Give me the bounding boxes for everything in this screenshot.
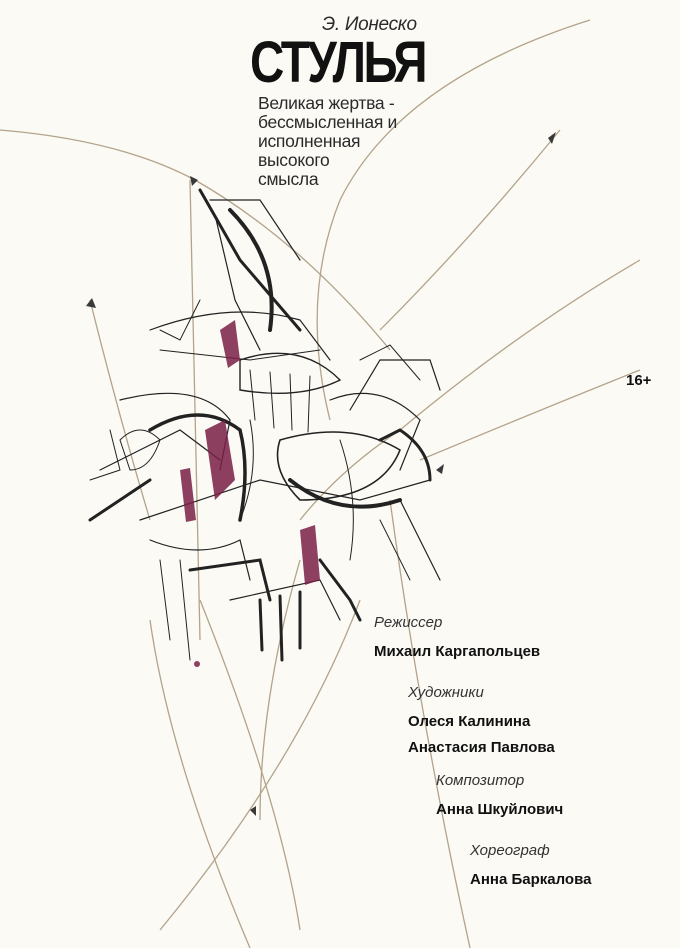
credit-director: Режиссер Михаил Каргапольцев — [374, 614, 540, 664]
chair-sketch-icon — [88, 188, 441, 662]
credit-artists: Художники Олеся Калинина Анастасия Павло… — [408, 684, 555, 760]
author-name: Э. Ионеско — [322, 14, 417, 35]
arrow-marks — [86, 132, 556, 816]
credit-name: Михаил Каргапольцев — [374, 643, 541, 660]
tagline-line: высокого — [258, 150, 330, 170]
age-rating-badge: 16+ — [626, 372, 652, 389]
credit-role: Художники — [408, 684, 484, 701]
credit-role: Композитор — [436, 772, 525, 789]
credit-name: Анна Шкуйлович — [436, 801, 564, 818]
play-title: СТУЛЬЯ — [250, 30, 428, 95]
credit-name: Анна Баркалова — [470, 871, 592, 888]
credit-name: Анастасия Павлова — [408, 739, 555, 756]
tagline-line: исполненная — [258, 131, 361, 151]
credit-role: Режиссер — [374, 614, 443, 631]
tagline-line: Великая жертва - — [258, 93, 395, 113]
credit-composer: Композитор Анна Шкуйлович — [436, 772, 563, 822]
tagline: Великая жертва - бессмысленная и исполне… — [258, 94, 478, 189]
credit-name: Олеся Калинина — [408, 713, 531, 730]
credit-role: Хореограф — [470, 842, 550, 859]
tagline-line: смысла — [258, 169, 319, 189]
credit-choreographer: Хореограф Анна Баркалова — [470, 842, 591, 892]
magenta-accents — [180, 320, 320, 667]
construction-lines — [0, 19, 641, 948]
tagline-line: бессмысленная и — [258, 112, 398, 132]
